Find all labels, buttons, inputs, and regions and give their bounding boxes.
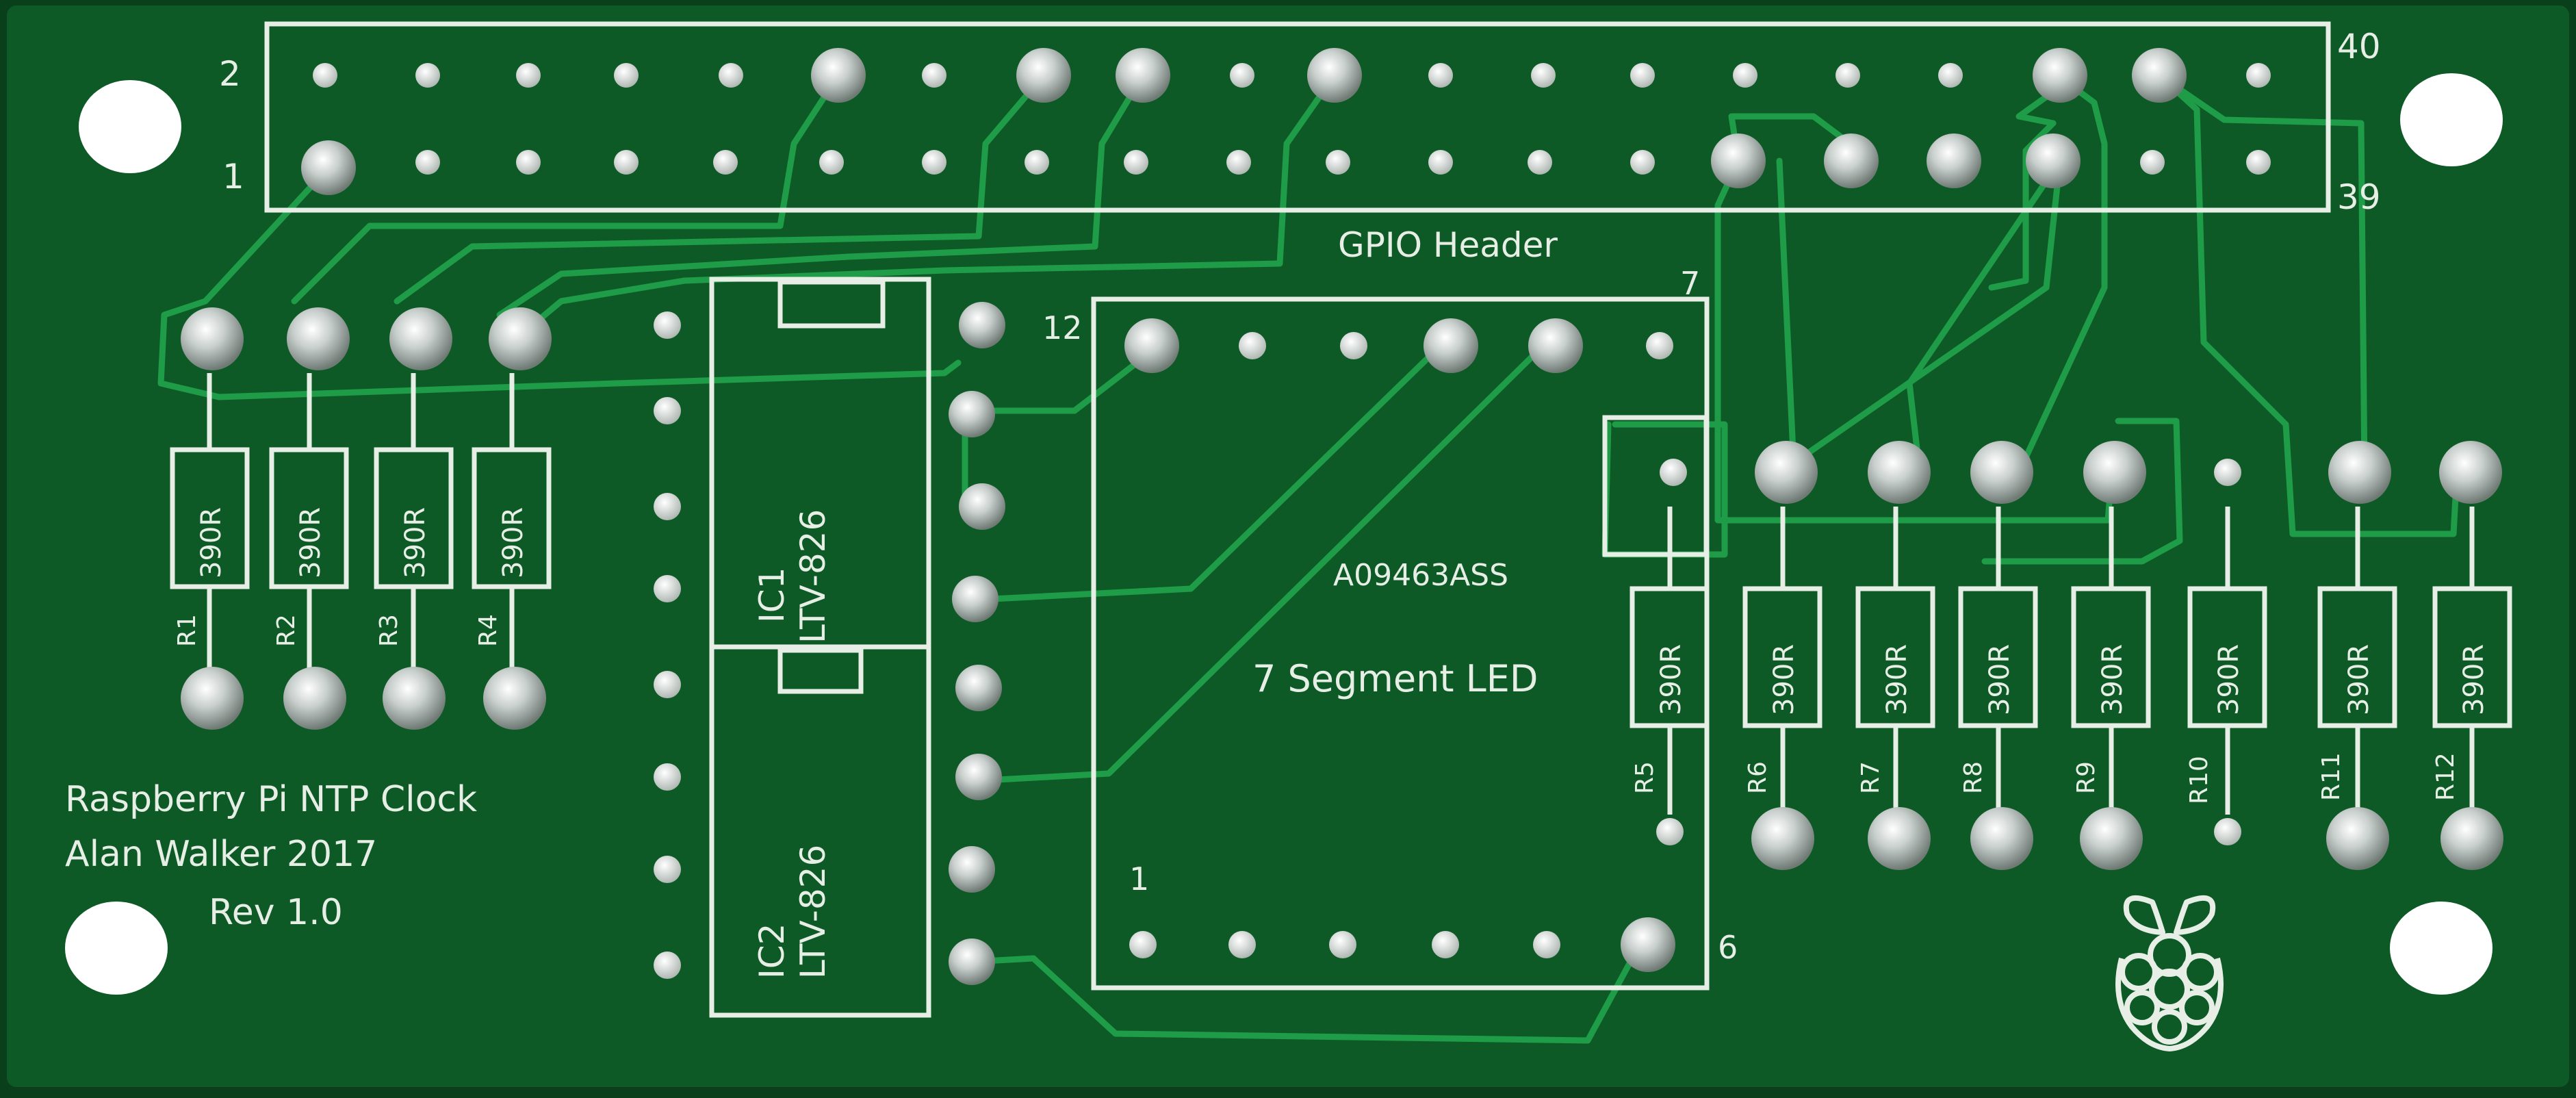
r10-ref: R10 xyxy=(2185,756,2213,804)
header-pin2-label: 2 xyxy=(219,54,241,94)
mounting-holes xyxy=(65,73,2503,995)
gpio-header-outline xyxy=(264,21,2331,213)
ic2-ref: IC2 xyxy=(752,923,792,979)
silkscreen-text: 2 1 40 39 GPIO Header 7 12 1 6 A09463ASS… xyxy=(65,27,2490,979)
ic1-part: LTV-826 xyxy=(793,509,833,643)
r9-value: 390R xyxy=(2097,644,2128,715)
r3-ref: R3 xyxy=(375,614,403,647)
header-pin1-label: 1 xyxy=(222,157,244,196)
r8-ref: R8 xyxy=(1959,761,1987,794)
resistor-pads xyxy=(181,307,2503,870)
credits-line1: Raspberry Pi NTP Clock xyxy=(65,779,477,820)
display-pin12-label: 12 xyxy=(1042,309,1083,346)
display-pin1-label: 1 xyxy=(1129,860,1149,897)
raspberry-pi-logo xyxy=(2115,895,2224,1051)
solder-mask xyxy=(7,5,2569,1087)
display-pin6-label: 6 xyxy=(1718,929,1738,966)
r1-ref: R1 xyxy=(173,614,201,647)
gpio-header-pins xyxy=(301,48,2271,195)
r5-value: 390R xyxy=(1656,644,1687,715)
r11-value: 390R xyxy=(2343,644,2375,715)
header-pin40-label: 40 xyxy=(2337,27,2381,66)
r10-value: 390R xyxy=(2213,644,2245,715)
ic1-ref: IC1 xyxy=(752,567,792,623)
ic2-part: LTV-826 xyxy=(793,845,833,979)
r12-ref: R12 xyxy=(2432,752,2460,801)
r12-value: 390R xyxy=(2458,644,2490,715)
display-title: 7 Segment LED xyxy=(1252,657,1538,700)
display-pin7-label: 7 xyxy=(1680,265,1700,302)
r8-value: 390R xyxy=(1984,644,2015,715)
optocoupler-pins xyxy=(654,302,1005,985)
header-title: GPIO Header xyxy=(1338,225,1558,265)
copper-traces xyxy=(157,72,2460,1044)
credits-line3: Rev 1.0 xyxy=(209,892,343,933)
r7-ref: R7 xyxy=(1857,761,1885,794)
r2-ref: R2 xyxy=(272,614,300,647)
resistor-bodies xyxy=(170,373,2512,815)
r6-ref: R6 xyxy=(1744,761,1772,794)
r11-ref: R11 xyxy=(2317,752,2345,801)
header-pin39-label: 39 xyxy=(2337,177,2381,217)
silkscreen xyxy=(170,21,2512,1018)
credits-line2: Alan Walker 2017 xyxy=(65,834,377,875)
r2-value: 390R xyxy=(295,507,326,578)
r4-ref: R4 xyxy=(474,614,502,647)
r4-value: 390R xyxy=(498,507,529,578)
display-pins xyxy=(1124,318,1675,972)
r9-ref: R9 xyxy=(2072,761,2100,794)
display-part-number: A09463ASS xyxy=(1333,558,1508,593)
r7-value: 390R xyxy=(1881,644,1913,715)
r3-value: 390R xyxy=(400,507,431,578)
r5-ref: R5 xyxy=(1631,761,1659,794)
r6-value: 390R xyxy=(1768,644,1800,715)
r1-value: 390R xyxy=(196,507,227,578)
resistor-vias xyxy=(1656,459,2241,845)
